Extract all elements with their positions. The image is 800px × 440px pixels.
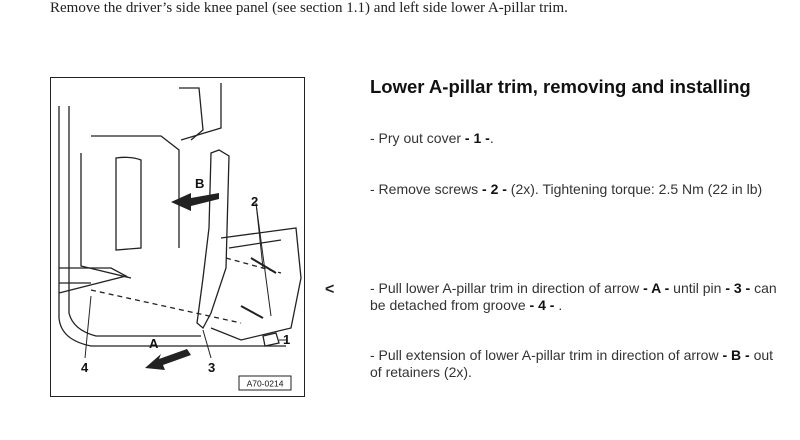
- callout-3: 3: [208, 360, 215, 375]
- callout-b: B: [195, 176, 204, 191]
- arrow-b-icon: [171, 193, 219, 211]
- top-trim: [179, 87, 204, 141]
- figure-code: A70-0214: [247, 379, 284, 389]
- a-pillar-diagram: B A 1 2 3 4 A70-0214: [58, 83, 302, 391]
- callout-2: 2: [251, 194, 258, 209]
- sill-strip: [58, 267, 128, 294]
- door-frame-line: [58, 106, 286, 347]
- dashboard-edge: [180, 83, 222, 141]
- door-frame-inner: [68, 106, 201, 337]
- callout-1: 1: [283, 332, 290, 347]
- arrow-left-chevron-icon: <: [325, 281, 335, 298]
- panel-edge: [91, 135, 180, 248]
- step-remove-screws: - Remove screws - 2 - (2x). Tightening t…: [370, 181, 763, 197]
- a-pillar-trim: [196, 149, 230, 330]
- figure-code-box: [238, 375, 292, 391]
- cover-part: [262, 332, 280, 347]
- callout-a: A: [149, 336, 159, 351]
- sill-edge: [80, 153, 132, 279]
- step-pry-cover: - Pry out cover - 1 -.: [370, 130, 494, 146]
- callout-4: 4: [81, 360, 89, 375]
- trim-extension: [210, 227, 302, 341]
- intro-text: Remove the driver’s side knee panel (see…: [50, 0, 568, 16]
- illustration-figure: B A 1 2 3 4 A70-0214: [50, 77, 305, 397]
- arrow-a-icon: [145, 349, 191, 370]
- section-heading: Lower A-pillar trim, removing and instal…: [370, 76, 751, 97]
- step-pull-extension: - Pull extension of lower A-pillar trim …: [370, 347, 774, 380]
- door-panel-shape: [115, 156, 142, 251]
- step-pull-trim: - Pull lower A-pillar trim in direction …: [370, 280, 777, 313]
